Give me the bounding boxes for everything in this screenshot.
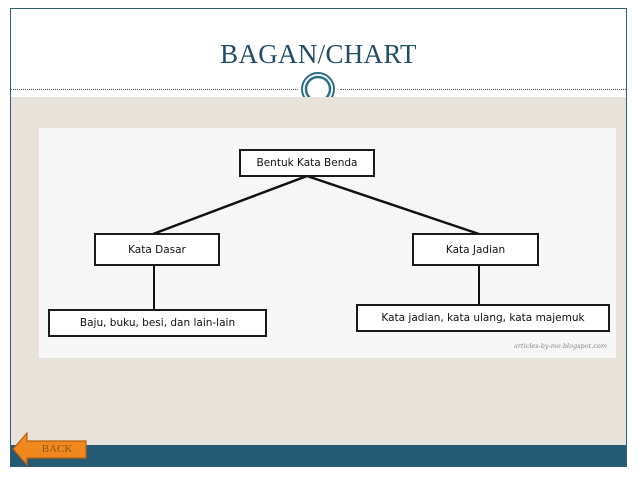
back-arrow-icon: [12, 432, 87, 466]
connector-root-right: [306, 174, 480, 236]
source-watermark: articles-by-me.blogspot.com: [514, 342, 607, 350]
node-kata-dasar: Kata Dasar: [94, 233, 220, 266]
back-button[interactable]: BACK: [12, 432, 88, 466]
node-kata-jadian: Kata Jadian: [412, 233, 539, 266]
slide-title: BAGAN/CHART: [220, 39, 417, 69]
diagram-image: Bentuk Kata Benda Kata Dasar Kata Jadian…: [39, 128, 616, 358]
title-divider-right: [340, 89, 626, 90]
title-divider-left: [11, 89, 298, 90]
node-bentuk-kata-benda: Bentuk Kata Benda: [239, 149, 375, 177]
node-kata-jadian-example: Kata jadian, kata ulang, kata majemuk: [356, 304, 610, 332]
bottom-bar: [11, 445, 626, 466]
connector-root-left: [152, 174, 308, 236]
back-label: BACK: [41, 443, 73, 455]
diagram-connectors: [152, 174, 480, 309]
node-kata-dasar-example: Baju, buku, besi, dan lain-lain: [48, 309, 267, 337]
